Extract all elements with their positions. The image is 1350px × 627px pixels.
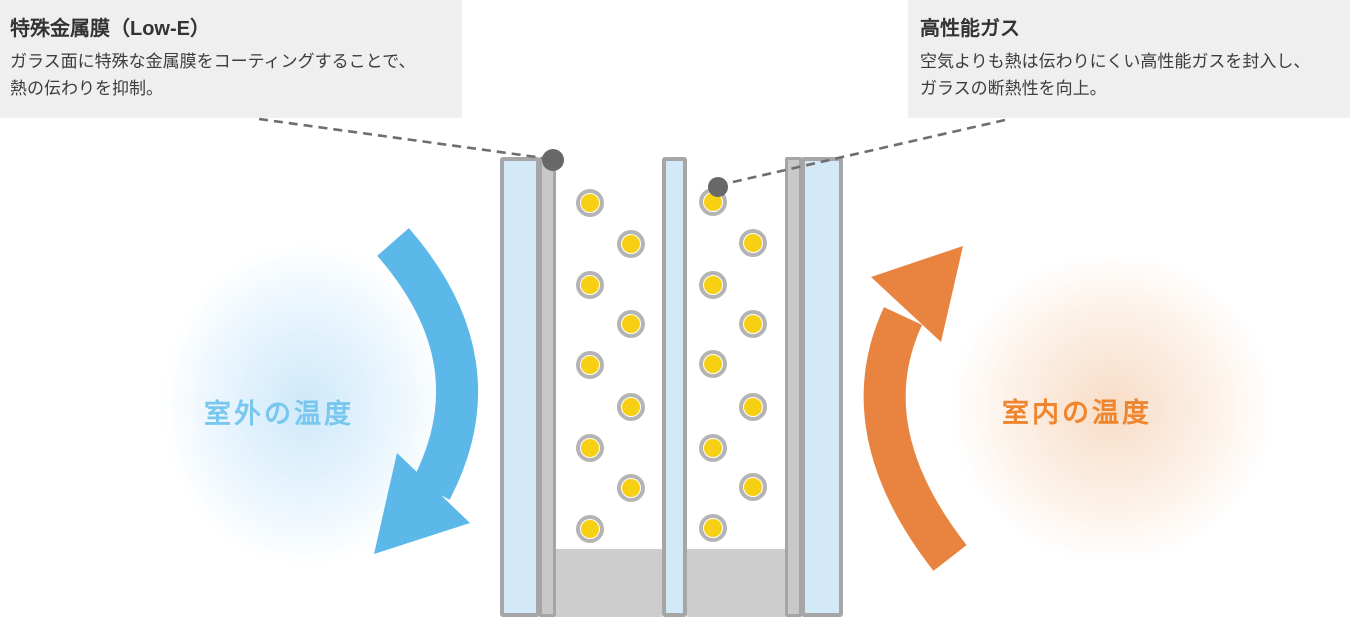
callout-gas-desc-line2: ガラスの断熱性を向上。 [920, 79, 1107, 98]
gas-molecule [699, 350, 727, 378]
callout-lowe-film: 特殊金属膜（Low-E） ガラス面に特殊な金属膜をコーティングすることで、 熱の… [0, 0, 462, 118]
lowe-metal-film-indoor [785, 157, 802, 617]
gas-molecule [617, 310, 645, 338]
callout-lowe-title: 特殊金属膜（Low-E） [10, 18, 210, 40]
gas-molecule [576, 189, 604, 217]
gas-molecule [739, 310, 767, 338]
glass-pane-middle [662, 157, 687, 617]
gas-molecule [576, 271, 604, 299]
callout-gas-desc-line1: 空気よりも熱は伝わりにくい高性能ガスを封入し、 [920, 52, 1311, 71]
callout-gas-description: 空気よりも熱は伝わりにくい高性能ガスを封入し、 ガラスの断熱性を向上。 [920, 48, 1350, 102]
edge-spacer-right [687, 549, 785, 617]
callout-connector-line [258, 117, 552, 161]
outdoor-temperature-label: 室外の温度 [204, 399, 354, 429]
gas-molecule [739, 473, 767, 501]
glass-pane-indoor [801, 157, 843, 617]
gas-molecule [699, 434, 727, 462]
glass-pane-outdoor [500, 157, 540, 617]
gas-molecule [699, 188, 727, 216]
gas-molecule [617, 393, 645, 421]
gas-molecule [699, 514, 727, 542]
callout-lowe-desc-line1: ガラス面に特殊な金属膜をコーティングすることで、 [10, 52, 416, 71]
callout-connector-line [723, 118, 1006, 186]
callout-lowe-description: ガラス面に特殊な金属膜をコーティングすることで、 熱の伝わりを抑制。 [10, 48, 462, 102]
indoor-arrow-body [863, 307, 967, 571]
gas-molecule [739, 229, 767, 257]
edge-spacer-left [556, 549, 662, 617]
gas-molecule [617, 474, 645, 502]
indoor-arrow-head-icon [871, 246, 963, 342]
outdoor-arrow-head-icon [374, 453, 470, 554]
gas-molecule [699, 271, 727, 299]
lowe-metal-film-outdoor [539, 157, 556, 617]
gas-molecule [576, 351, 604, 379]
outdoor-arrow-body [377, 228, 479, 500]
indoor-temperature-label: 室内の温度 [1002, 398, 1152, 428]
callout-lowe-desc-line2: 熱の伝わりを抑制。 [10, 79, 163, 98]
gas-molecule [617, 230, 645, 258]
gas-molecule [576, 434, 604, 462]
gas-molecule [739, 393, 767, 421]
gas-molecule [576, 515, 604, 543]
callout-gas-title: 高性能ガス [920, 18, 1020, 40]
callout-high-performance-gas: 高性能ガス 空気よりも熱は伝わりにくい高性能ガスを封入し、 ガラスの断熱性を向上… [908, 0, 1350, 118]
